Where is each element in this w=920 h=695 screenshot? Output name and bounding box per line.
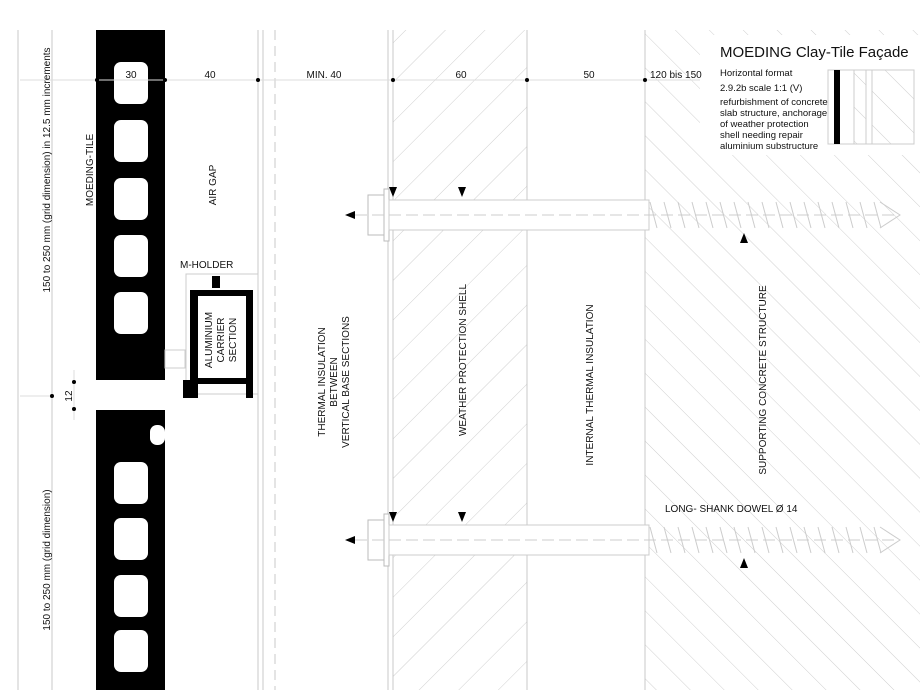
dowel-label: LONG- SHANK DOWEL Ø 14 [665,504,798,515]
format-text: Horizontal format [720,68,793,79]
dowel-thread [789,201,798,229]
dowel [345,187,901,243]
tile-chamber [114,575,148,617]
dowel-thread [803,201,812,229]
dowel-thread [789,526,798,554]
dimension-shell: 60 [455,70,467,81]
dowel-thread [719,201,728,229]
arrow-marker [458,512,466,522]
dimension-thermal: MIN. 40 [306,70,341,81]
grid-dimension-upper: 150 to 250 mm (grid dimension) in 12.5 m… [42,47,53,292]
dowel-thread [817,201,826,229]
dowel-thread [691,201,700,229]
tile-chamber [114,120,148,162]
arrow-marker [345,536,355,544]
tile-chamber [114,462,148,504]
thermal-insulation-label: BETWEEN [329,357,340,406]
dowel-thread [845,526,854,554]
dowel-thread [663,526,672,554]
dowel-thread [649,201,658,229]
description-line: of weather protection [720,119,809,130]
scale-text: 2.9.2b scale 1:1 (V) [720,83,802,94]
dowel-thread [747,526,756,554]
dimension-air-gap: 40 [204,70,216,81]
dimension-tile: 30 [125,70,137,81]
carrier-label: ALUMINIUM [204,312,215,368]
arrow-marker [389,512,397,522]
dowel-thread [873,201,882,229]
section-legend-icon [827,69,915,145]
dowel-thread [677,201,686,229]
dowel-thread [649,526,658,554]
dowel-thread [677,526,686,554]
dimension-internal: 50 [583,70,595,81]
description-line: shell needing repair [720,130,803,141]
dowel-thread [803,526,812,554]
tile-chamber [114,292,148,334]
carrier-label: SECTION [228,318,239,362]
thermal-insulation-label: VERTICAL BASE SECTIONS [341,316,352,448]
shell-label: WEATHER PROTECTION SHELL [458,284,469,436]
dimension-concrete: 120 bis 150 [650,70,702,81]
m-holder-label: M-HOLDER [180,260,233,271]
dowel-thread [873,526,882,554]
tile-chamber [114,235,148,277]
arrow-marker [740,558,748,568]
dowel-thread [859,526,868,554]
air-gap-label: AIR GAP [208,164,219,205]
arrow-marker [740,233,748,243]
dowels [345,187,901,568]
dowel-thread [733,526,742,554]
internal-insulation-label: INTERNAL THERMAL INSULATION [585,304,596,465]
tile-chamber [150,425,165,445]
arrow-marker [345,211,355,219]
clay-tile [96,30,165,690]
tile-chamber [114,178,148,220]
dowel-washer [383,513,390,567]
dowel-thread [775,201,784,229]
tile-label: MOEDING-TILE [85,134,96,207]
weather-protection-shell-zone [393,30,527,690]
grid-dimension-lower: 150 to 250 mm (grid dimension) [42,489,53,630]
top-dimension-chain: 30 40 MIN. 40 60 50 120 bis 150 [20,70,702,82]
dowel-thread [761,201,770,229]
dowel-thread [691,526,700,554]
arrow-marker [458,187,466,197]
title-block: MOEDING Clay-Tile Façade Horizontal form… [700,35,920,155]
carrier-label: CARRIER [216,317,227,362]
dowel-thread [705,201,714,229]
dowel-thread [719,526,728,554]
dowel-thread [831,201,840,229]
joint-dimension: 12 [20,370,76,420]
aluminium-carrier-section [164,273,259,398]
arrow-marker [389,187,397,197]
joint-width-label: 12 [64,390,75,402]
dowel-thread [747,201,756,229]
thermal-insulation-label: THERMAL INSULATION [317,327,328,436]
description-line: slab structure, anchorage [720,108,827,119]
zone-boundaries [17,30,646,690]
dowel-thread [733,201,742,229]
dowel-thread [859,201,868,229]
dowel-thread [775,526,784,554]
drawing-title: MOEDING Clay-Tile Façade [720,44,909,61]
tile-chamber [114,62,148,104]
concrete-label: SUPPORTING CONCRETE STRUCTURE [758,285,769,475]
tile-chamber [114,630,148,672]
dowel-tip [879,201,901,229]
dowel-washer [383,188,390,242]
dowel-thread [845,201,854,229]
dowel-thread [831,526,840,554]
dowel-thread [663,201,672,229]
tile-chamber [114,518,148,560]
description-line: refurbishment of concrete [720,97,828,108]
dowel-thread [705,526,714,554]
dowel [345,512,901,568]
dowel-tip [879,526,901,554]
description-line: aluminium substructure [720,141,818,152]
dowel-thread [761,526,770,554]
dowel-thread [817,526,826,554]
